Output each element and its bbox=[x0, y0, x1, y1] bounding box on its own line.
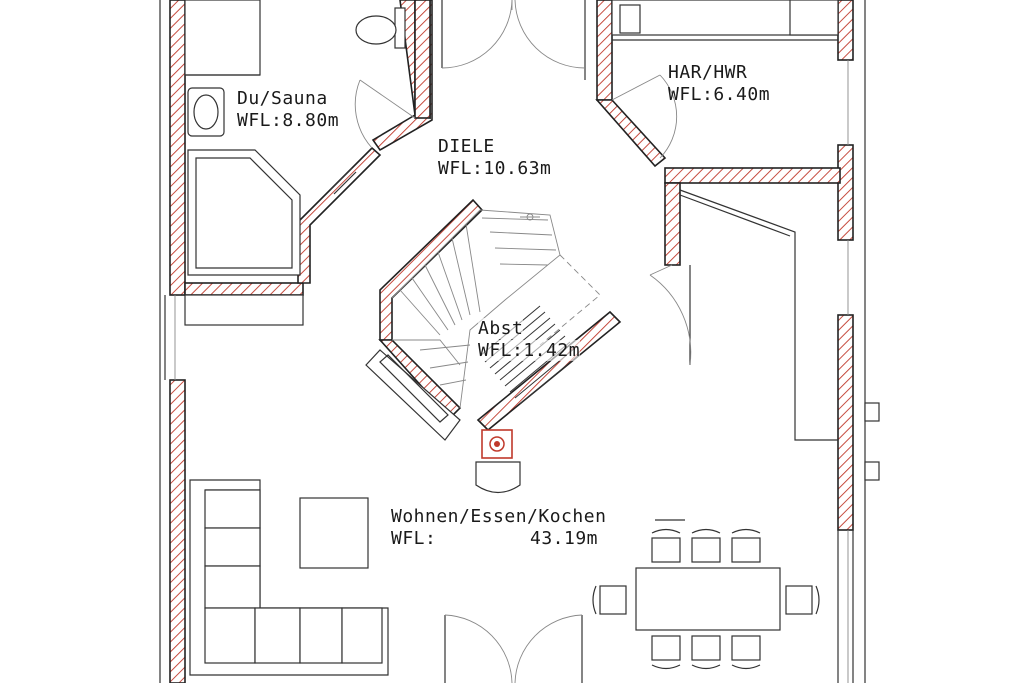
bath-area-label: WFL:8.80m bbox=[237, 110, 340, 131]
hall-name-label: DIELE bbox=[438, 136, 495, 157]
living-name-label: Wohnen/Essen/Kochen bbox=[391, 506, 607, 527]
coffee-table-icon bbox=[299, 497, 369, 569]
living-area-value: 43.19m bbox=[530, 528, 599, 549]
living-area-prefix: WFL: bbox=[391, 528, 437, 549]
chair-icon bbox=[592, 528, 820, 670]
exterior-walls bbox=[159, 0, 880, 683]
interior-walls bbox=[184, 0, 841, 432]
dining-table-icon bbox=[635, 567, 781, 631]
utility-fixtures bbox=[611, 0, 839, 41]
utility-area-label: WFL:6.40m bbox=[668, 84, 771, 105]
utility-name-label: HAR/HWR bbox=[668, 62, 748, 83]
storage-area-label: WFL:1.42m bbox=[478, 340, 581, 361]
bath-fixtures bbox=[184, 0, 406, 276]
storage-name-label: Abst bbox=[478, 318, 524, 339]
hall-area-label: WFL:10.63m bbox=[438, 158, 552, 179]
bath-name-label: Du/Sauna bbox=[237, 88, 328, 109]
stove-icon bbox=[365, 349, 521, 494]
sofa-icon bbox=[189, 479, 389, 676]
door-swings bbox=[354, 0, 838, 683]
toilet-icon bbox=[355, 7, 406, 49]
cabinet-icon bbox=[184, 294, 304, 326]
sauna-icon bbox=[187, 149, 357, 276]
shower-icon bbox=[184, 0, 261, 76]
sink-icon bbox=[187, 87, 225, 137]
